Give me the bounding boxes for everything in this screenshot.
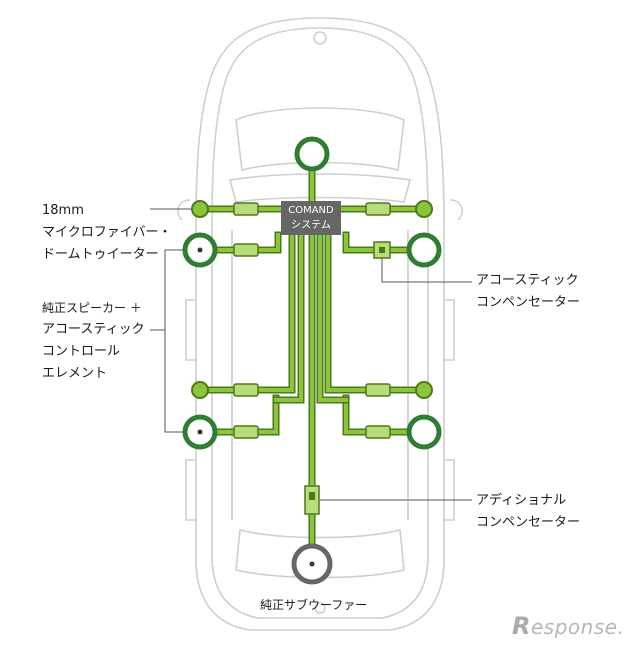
speaker-label-line-3: コントロール	[42, 344, 121, 359]
speaker-label-line-4: エレメント	[42, 366, 108, 381]
additional-comp-line-1: アディショナル	[476, 493, 567, 508]
tweeter-front-right	[415, 200, 433, 218]
car-outline	[177, 17, 463, 631]
tweeter-label-line-3: ドームトゥイーター	[42, 247, 159, 262]
acoustic-comp-line-2: コンペンセーター	[476, 295, 581, 310]
filter-rear-left-door	[233, 425, 259, 439]
leader-lines	[150, 208, 472, 501]
filter-front-right-tweeter	[365, 202, 391, 216]
tweeter-rear-right	[415, 381, 433, 399]
comand-line-2: システム	[291, 220, 331, 231]
acoustic-compensator-label: アコースティック コンペンセーター	[476, 270, 580, 314]
speaker-center-dots	[197, 247, 203, 435]
additional-comp-line-2: コンペンセーター	[476, 515, 581, 530]
additional-compensator	[304, 485, 320, 515]
inline-filters	[233, 202, 391, 439]
speaker-front-right	[406, 232, 442, 268]
center-speaker	[294, 136, 330, 172]
comand-system-box: COMAND システム	[281, 201, 341, 235]
speaker-rear-right	[406, 414, 442, 450]
tweeter-label-line-2: マイクロファイバー・	[42, 225, 172, 240]
filter-rear-right-door	[365, 425, 391, 439]
speaker-label: 純正スピーカー ＋ アコースティック コントロール エレメント	[42, 297, 145, 385]
comand-line-1: COMAND	[288, 205, 334, 216]
response-watermark: Response.	[512, 612, 624, 640]
filter-rear-left-upper	[233, 383, 259, 397]
speaker-label-line-2: アコースティック	[42, 322, 145, 337]
subwoofer-label: 純正サブウーファー	[260, 598, 368, 612]
tweeter-rear-left	[191, 381, 209, 399]
filter-rear-right-upper	[365, 383, 391, 397]
speaker-label-line-1: 純正スピーカー ＋	[42, 301, 142, 315]
watermark-r-glyph: R	[512, 612, 531, 640]
tweeters	[191, 200, 433, 399]
watermark-text: esponse.	[530, 615, 625, 639]
tweeter-label: 18mm マイクロファイバー・ ドームトゥイーター	[42, 200, 171, 266]
tweeter-front-left	[191, 200, 209, 218]
acoustic-comp-line-1: アコースティック	[476, 273, 579, 288]
filter-front-left-tweeter	[233, 202, 259, 216]
tweeter-label-line-1: 18mm	[42, 203, 84, 218]
subwoofer	[291, 543, 333, 585]
acoustic-compensator	[373, 241, 391, 259]
additional-compensator-label: アディショナル コンペンセーター	[476, 490, 580, 534]
filter-front-left-door	[233, 243, 259, 257]
wiring	[196, 166, 428, 552]
